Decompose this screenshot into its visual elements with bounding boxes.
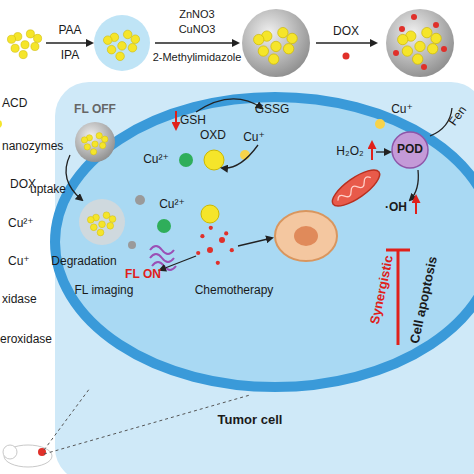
cu2-ion — [157, 219, 171, 233]
annotation-label: FL ON — [125, 268, 161, 281]
process-arrow — [410, 170, 418, 200]
annotation-label: FL imaging — [75, 284, 134, 297]
legend-label: Cu⁺ — [8, 255, 30, 268]
node-label: POD — [397, 143, 423, 156]
zoom-line — [44, 388, 90, 450]
annotation-label: PAA — [58, 24, 81, 37]
annotation-label: H₂O₂ — [336, 145, 363, 158]
cu1-ion — [375, 119, 385, 129]
step-arrow — [316, 42, 376, 44]
carbon-dots — [398, 27, 442, 64]
legend-label: DOX — [10, 178, 36, 191]
annotation-label: Fen — [447, 104, 470, 129]
degrading-sphere — [79, 199, 125, 245]
annotation-label: GSH — [180, 114, 206, 127]
cu2-ion — [179, 153, 193, 167]
annotation-label: GSSG — [255, 103, 290, 116]
legend-label: ACD — [2, 97, 27, 110]
synergy-bar — [386, 249, 410, 252]
annotation-label: 2-Methylimidazole — [153, 51, 242, 63]
legend-label: nanozymes — [2, 140, 63, 153]
legend-label: eroxidase — [0, 333, 52, 346]
step-arrow — [46, 42, 92, 44]
annotation-label: Cu⁺ — [391, 103, 413, 116]
carbon-dots — [81, 133, 108, 155]
endoplasmic-reticulum — [150, 246, 176, 270]
annotation-label: OXD — [200, 129, 226, 142]
dox-dot — [343, 53, 350, 60]
carbon-dot — [201, 205, 219, 223]
cu1-ion — [240, 150, 250, 160]
fragment — [135, 195, 145, 205]
annotation-label: Cu⁺ — [243, 131, 265, 144]
annotation-label: Synergistic — [368, 254, 397, 326]
mouse-head — [3, 445, 17, 459]
legend-label: xidase — [2, 293, 37, 306]
legend-symbol — [0, 120, 2, 128]
annotation-label: Chemotherapy — [195, 284, 274, 297]
step-arrow — [155, 42, 238, 44]
annotation-label: ZnNO3 — [179, 8, 214, 20]
increase-arrow — [371, 143, 373, 160]
annotation-label: DOX — [333, 25, 359, 38]
process-arrow — [376, 151, 390, 152]
carbon-dots — [87, 212, 116, 236]
annotation-label: ·OH — [385, 201, 407, 214]
dox-dot — [219, 237, 225, 243]
annotation-label: CuNO3 — [179, 23, 216, 35]
annotation-label: Cu²⁺ — [159, 198, 185, 211]
dox-dots — [196, 226, 234, 265]
process-arrow — [160, 256, 196, 270]
dox-dot — [207, 247, 213, 253]
carbon-dots — [254, 27, 298, 64]
decrease-arrow — [175, 111, 177, 128]
synergy-line — [397, 250, 400, 345]
mof-sphere — [242, 9, 310, 77]
nanozyme-sphere — [75, 122, 115, 162]
annotation-label: FL OFF — [74, 103, 116, 116]
legend-label: Cu²⁺ — [8, 217, 34, 230]
paa-sphere — [94, 15, 150, 71]
annotation-label: Cell apoptosis — [408, 255, 440, 345]
carbon-dots — [103, 30, 139, 60]
carbon-dots — [7, 30, 41, 59]
redox-arrow — [196, 99, 262, 112]
increase-arrow — [415, 197, 417, 214]
annotation-label: Degradation — [51, 255, 116, 268]
annotation-label: Cu²⁺ — [143, 153, 169, 166]
nucleus — [275, 211, 337, 261]
redox-arrow — [222, 145, 258, 168]
uptake-arrow — [66, 155, 82, 200]
annotation-label: IPA — [61, 49, 79, 62]
nanozyme-sphere — [386, 9, 454, 77]
dox-dots — [393, 14, 447, 70]
enzyme-node: POD — [391, 131, 429, 169]
carbon-dot — [204, 150, 224, 170]
nucleolus — [294, 226, 318, 246]
mitochondrion — [327, 164, 384, 213]
process-arrow — [238, 238, 272, 246]
fragment — [128, 241, 136, 249]
node-label: Tumor cell — [218, 413, 283, 427]
